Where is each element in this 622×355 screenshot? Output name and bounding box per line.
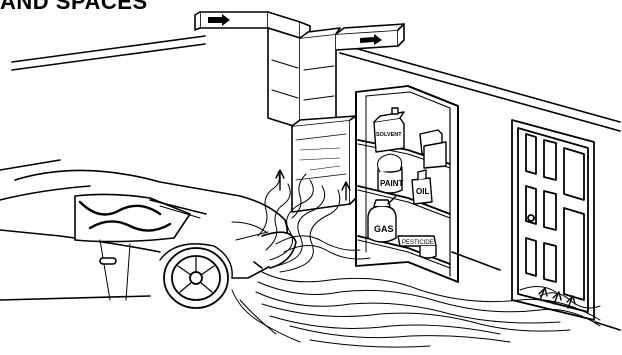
arrow-up-icon: [539, 288, 547, 300]
paint-label: PAINT: [380, 179, 404, 188]
gas-label: GAS: [374, 224, 394, 234]
hvac-ductwork: [195, 12, 404, 132]
oil-label: OIL: [416, 187, 429, 196]
solvent-can: [374, 108, 404, 152]
solvent-label: SOLVENT: [376, 132, 402, 138]
arrow-up-icon: [276, 170, 284, 190]
shelf-boxes: [420, 130, 446, 168]
gas-can: [368, 196, 396, 242]
pesticide-label: PESTICIDE: [402, 240, 434, 246]
storage-shelf: [356, 86, 458, 282]
car: [0, 170, 296, 300]
